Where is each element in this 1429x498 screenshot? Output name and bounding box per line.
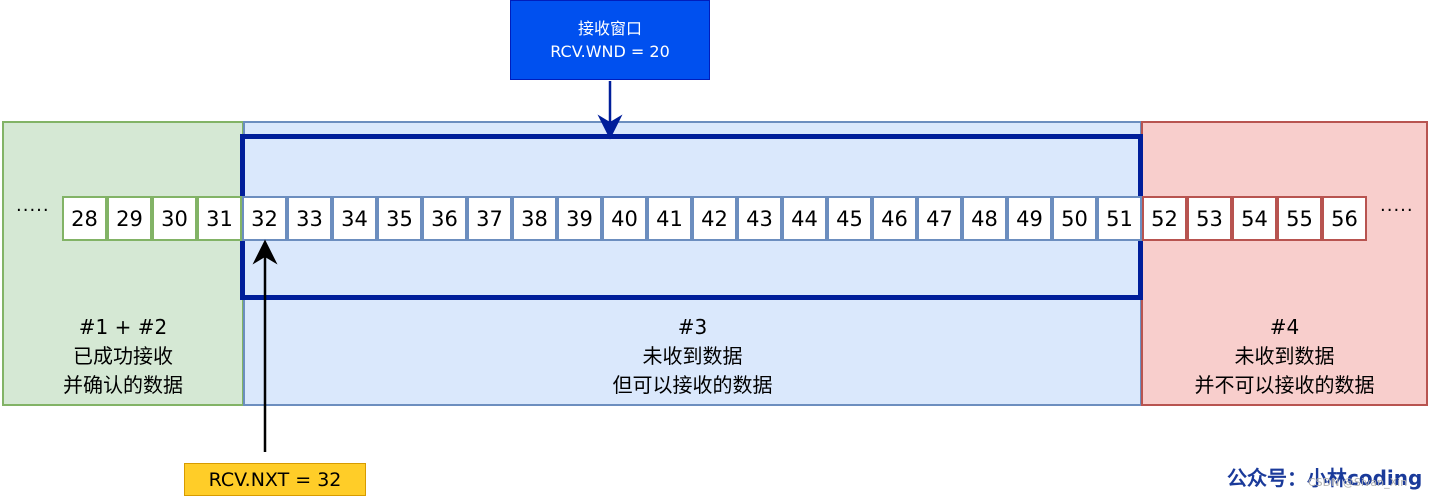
sequence-cell-42: 42 [692,196,737,241]
sequence-cell-35: 35 [377,196,422,241]
receivable-region-label: #3 未收到数据 但可以接收的数据 [245,313,1140,400]
region-label-line: 但可以接收的数据 [612,373,773,397]
sequence-cell-36: 36 [422,196,467,241]
sequence-cell-41: 41 [647,196,692,241]
sequence-cell-34: 34 [332,196,377,241]
csdn-watermark: CSDN @Sivan_Xin [1308,476,1408,489]
sequence-cell-44: 44 [782,196,827,241]
region-label-line: #1 + #2 [78,315,168,339]
sequence-cell-37: 37 [467,196,512,241]
region-label-line: #3 [677,315,708,339]
sequence-cell-38: 38 [512,196,557,241]
region-label-line: 未收到数据 [1234,344,1335,368]
acked-region: #1 + #2 已成功接收 并确认的数据 [2,121,244,406]
rcv-nxt-label: RCV.NXT = 32 [184,463,366,496]
sequence-cell-55: 55 [1277,196,1322,241]
sequence-cell-30: 30 [152,196,197,241]
region-label-line: 已成功接收 [73,344,173,368]
sequence-cell-51: 51 [1097,196,1142,241]
sequence-cell-28: 28 [62,196,107,241]
sequence-cell-53: 53 [1187,196,1232,241]
sequence-cell-52: 52 [1142,196,1187,241]
ellipsis-right: ····· [1380,200,1414,221]
receive-window-label: 接收窗口 RCV.WND = 20 [510,0,710,80]
sequence-cell-39: 39 [557,196,602,241]
region-label-line: #4 [1269,315,1300,339]
sequence-cell-48: 48 [962,196,1007,241]
sequence-cell-33: 33 [287,196,332,241]
sequence-cell-47: 47 [917,196,962,241]
ellipsis-left: ····· [16,200,50,221]
receive-window-size: RCV.WND = 20 [550,42,670,61]
unreceivable-region: #4 未收到数据 并不可以接收的数据 [1141,121,1428,406]
receive-window-title: 接收窗口 [577,19,642,38]
sequence-cell-56: 56 [1322,196,1367,241]
sequence-cell-50: 50 [1052,196,1097,241]
sequence-cell-46: 46 [872,196,917,241]
sequence-cell-49: 49 [1007,196,1052,241]
acked-region-label: #1 + #2 已成功接收 并确认的数据 [4,313,242,400]
region-label-line: 未收到数据 [642,344,743,368]
sequence-cell-29: 29 [107,196,152,241]
unreceivable-region-label: #4 未收到数据 并不可以接收的数据 [1143,313,1426,400]
region-label-line: 并不可以接收的数据 [1194,373,1375,397]
sequence-cell-43: 43 [737,196,782,241]
watermark: 公众号：小林coding [1227,466,1423,490]
sequence-cell-45: 45 [827,196,872,241]
region-label-line: 并确认的数据 [63,373,183,397]
receivable-region: #3 未收到数据 但可以接收的数据 [243,121,1142,406]
sequence-cell-31: 31 [197,196,242,241]
sequence-cell-54: 54 [1232,196,1277,241]
sequence-cell-40: 40 [602,196,647,241]
